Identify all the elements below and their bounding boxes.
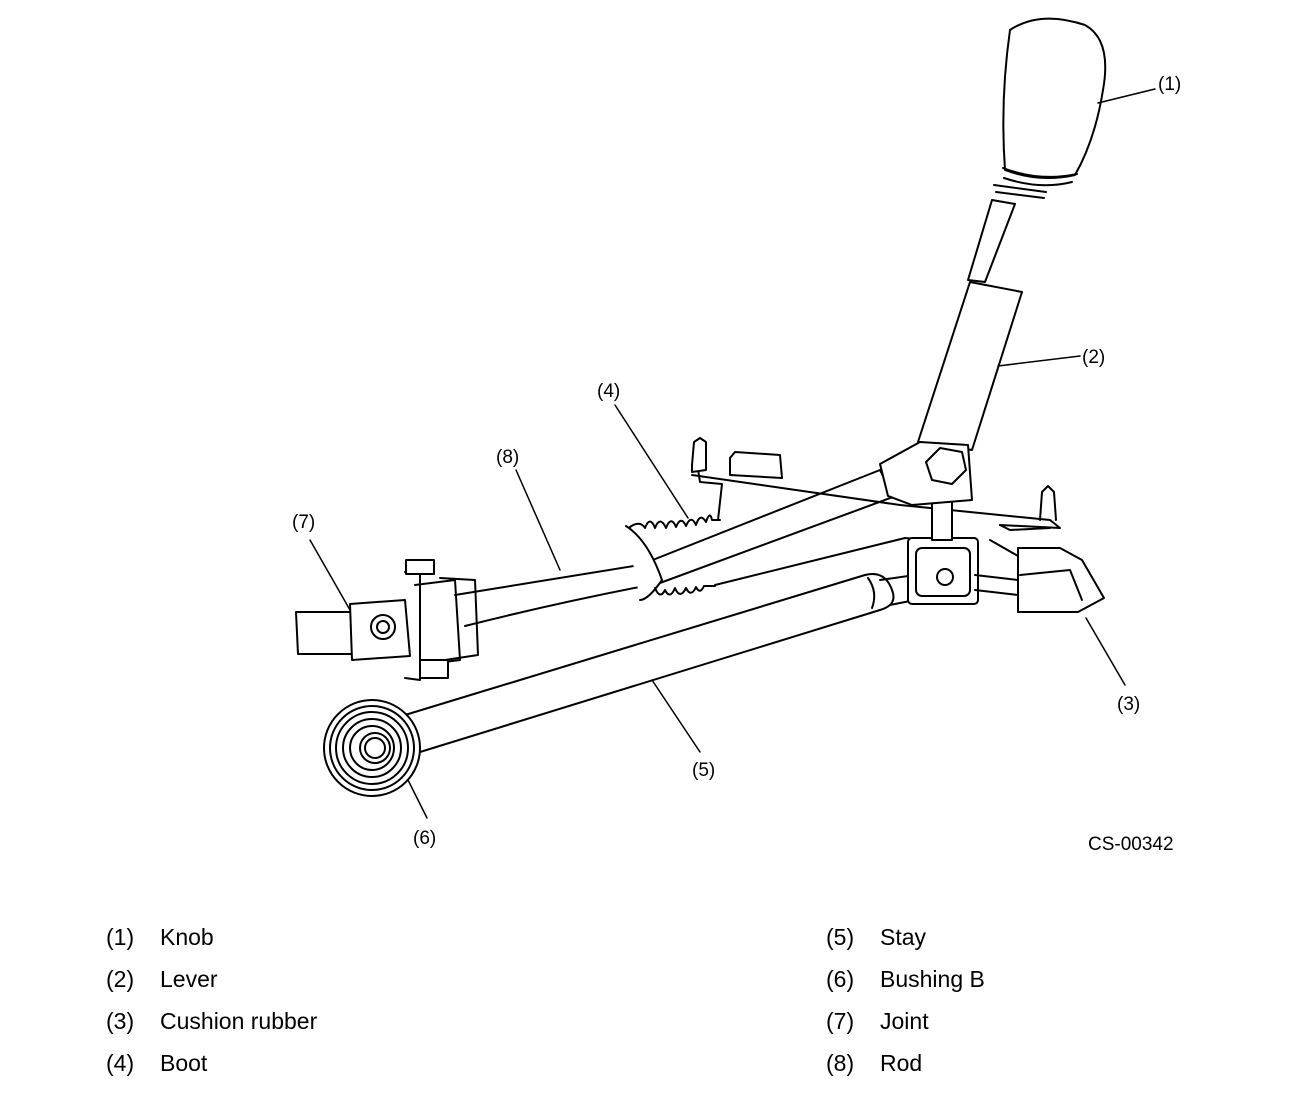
legend-num-6: (6) bbox=[826, 966, 855, 992]
callout-7: (7) bbox=[292, 512, 315, 533]
bushing-b-drawing bbox=[323, 699, 421, 797]
lever-drawing bbox=[879, 184, 1047, 506]
callout-3: (3) bbox=[1117, 694, 1140, 715]
legend-num-1: (1) bbox=[106, 924, 135, 950]
callout-labels: (1) (2) (3) (4) (5) (6) (7) (8) CS-00342 bbox=[292, 74, 1181, 855]
stay-drawing bbox=[404, 573, 916, 753]
legend-num-8: (8) bbox=[826, 1050, 855, 1076]
figure-id: CS-00342 bbox=[1088, 834, 1174, 855]
cushion-rubber-drawing bbox=[974, 547, 1105, 613]
callout-8: (8) bbox=[496, 447, 519, 468]
joint-drawing bbox=[295, 559, 479, 681]
bracket-drawing bbox=[691, 437, 1061, 531]
legend-num-3: (3) bbox=[106, 1008, 135, 1034]
leader-lines bbox=[309, 88, 1156, 819]
callout-1: (1) bbox=[1158, 74, 1181, 95]
legend-label-lever: Lever bbox=[160, 966, 218, 992]
legend-num-2: (2) bbox=[106, 966, 135, 992]
shift-lever-assembly-diagram: (1) (2) (3) (4) (5) (6) (7) (8) CS-00342 bbox=[292, 17, 1181, 855]
legend-label-rod: Rod bbox=[880, 1050, 923, 1076]
legend-label-boot: Boot bbox=[160, 1050, 208, 1076]
legend-label-bushing-b: Bushing B bbox=[880, 966, 985, 992]
legend-num-7: (7) bbox=[826, 1008, 855, 1034]
legend-label-knob: Knob bbox=[160, 924, 214, 950]
callout-6: (6) bbox=[413, 828, 436, 849]
callout-2: (2) bbox=[1082, 347, 1105, 368]
legend-label-cushion-rubber: Cushion rubber bbox=[160, 1008, 318, 1034]
legend-num-4: (4) bbox=[106, 1050, 135, 1076]
knob-drawing bbox=[1002, 17, 1107, 187]
callout-4: (4) bbox=[597, 381, 620, 402]
legend-num-5: (5) bbox=[826, 924, 855, 950]
legend-label-stay: Stay bbox=[880, 924, 927, 950]
callout-5: (5) bbox=[692, 760, 715, 781]
center-housing-drawing bbox=[907, 499, 1061, 605]
legend-label-joint: Joint bbox=[880, 1008, 929, 1034]
